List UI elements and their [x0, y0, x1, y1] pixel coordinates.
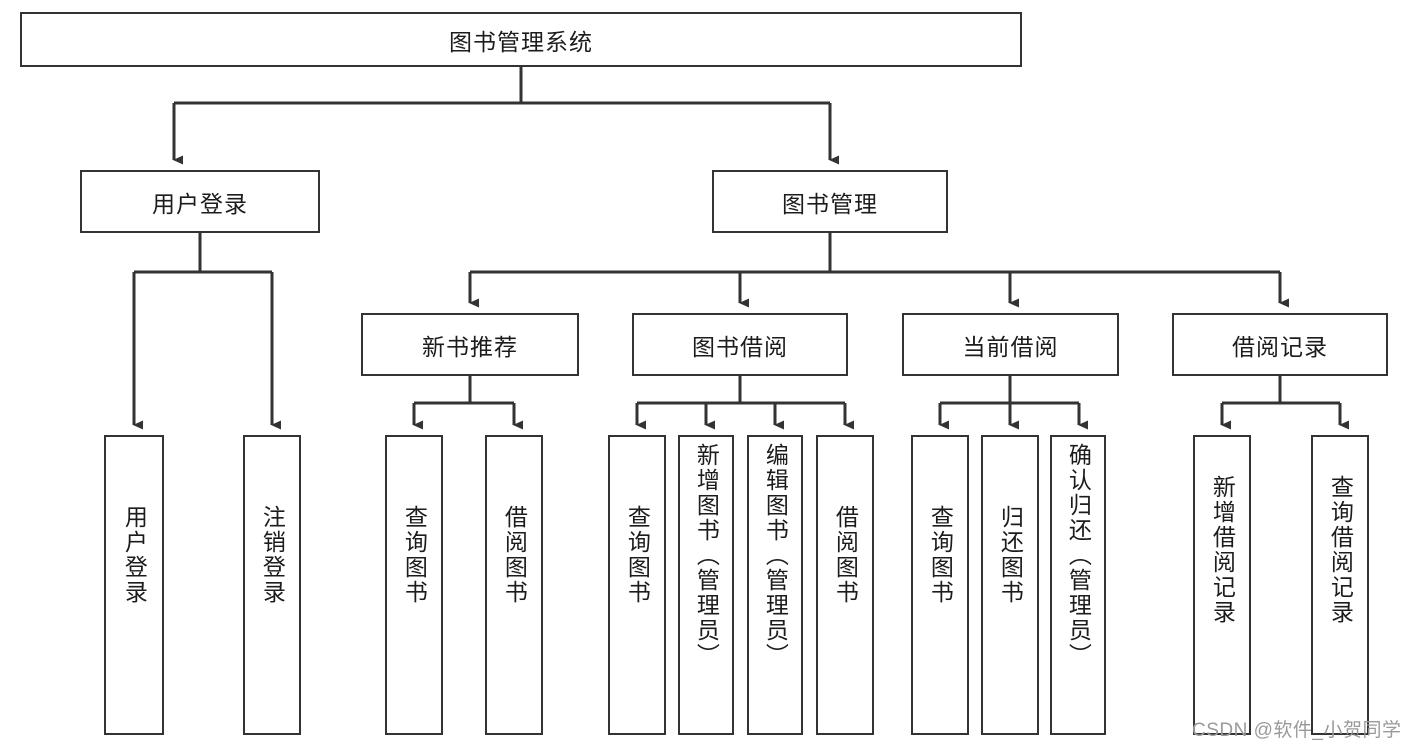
- node-leaf-query-book-3-label: 查询图书: [927, 505, 954, 605]
- node-leaf-borrow-book-2-label: 借阅图书: [832, 505, 859, 605]
- node-user-login[interactable]: 用户登录: [80, 170, 320, 233]
- node-current-borrow[interactable]: 当前借阅: [902, 313, 1119, 376]
- node-leaf-query-record[interactable]: 查询借阅记录: [1311, 435, 1369, 735]
- node-leaf-return-book[interactable]: 归还图书: [981, 435, 1039, 735]
- node-leaf-query-book-2-label: 查询图书: [624, 505, 651, 605]
- node-book-management-label: 图书管理: [782, 190, 878, 217]
- node-leaf-borrow-book-1-label: 借阅图书: [501, 505, 528, 605]
- node-leaf-borrow-book-2[interactable]: 借阅图书: [816, 435, 874, 735]
- node-new-book-recommend-label: 新书推荐: [422, 333, 518, 360]
- node-borrow-record-label: 借阅记录: [1232, 333, 1328, 360]
- node-leaf-query-book-1-label: 查询图书: [401, 505, 428, 605]
- node-leaf-return-book-label: 归还图书: [997, 505, 1024, 605]
- node-leaf-query-book-2[interactable]: 查询图书: [608, 435, 666, 735]
- node-current-borrow-label: 当前借阅: [962, 333, 1059, 360]
- node-leaf-query-book-3[interactable]: 查询图书: [911, 435, 969, 735]
- node-leaf-user-login[interactable]: 用户登录: [104, 435, 164, 735]
- node-leaf-query-record-label: 查询借阅记录: [1327, 475, 1354, 625]
- node-leaf-edit-book-label: 编辑图书（管理员）: [762, 443, 789, 668]
- node-book-borrow[interactable]: 图书借阅: [632, 313, 848, 376]
- node-leaf-add-record[interactable]: 新增借阅记录: [1193, 435, 1251, 735]
- node-root[interactable]: 图书管理系统: [20, 12, 1022, 67]
- node-leaf-add-book[interactable]: 新增图书（管理员）: [678, 435, 734, 735]
- node-leaf-add-record-label: 新增借阅记录: [1209, 475, 1236, 625]
- node-leaf-confirm-return-label: 确认归还（管理员）: [1065, 443, 1092, 668]
- node-user-login-label: 用户登录: [152, 190, 248, 217]
- node-root-label: 图书管理系统: [449, 28, 593, 55]
- node-leaf-user-login-label: 用户登录: [121, 505, 148, 605]
- node-leaf-edit-book[interactable]: 编辑图书（管理员）: [747, 435, 803, 735]
- node-borrow-record[interactable]: 借阅记录: [1172, 313, 1388, 376]
- node-book-management[interactable]: 图书管理: [712, 170, 948, 233]
- node-new-book-recommend[interactable]: 新书推荐: [361, 313, 579, 376]
- node-book-borrow-label: 图书借阅: [692, 333, 788, 360]
- node-leaf-confirm-return[interactable]: 确认归还（管理员）: [1050, 435, 1106, 735]
- node-leaf-user-logout[interactable]: 注销登录: [243, 435, 301, 735]
- csdn-watermark: CSDN @软件_小贺同学: [1192, 720, 1402, 741]
- node-leaf-query-book-1[interactable]: 查询图书: [385, 435, 443, 735]
- node-leaf-user-logout-label: 注销登录: [259, 505, 286, 605]
- node-leaf-borrow-book-1[interactable]: 借阅图书: [485, 435, 543, 735]
- node-leaf-add-book-label: 新增图书（管理员）: [693, 443, 720, 668]
